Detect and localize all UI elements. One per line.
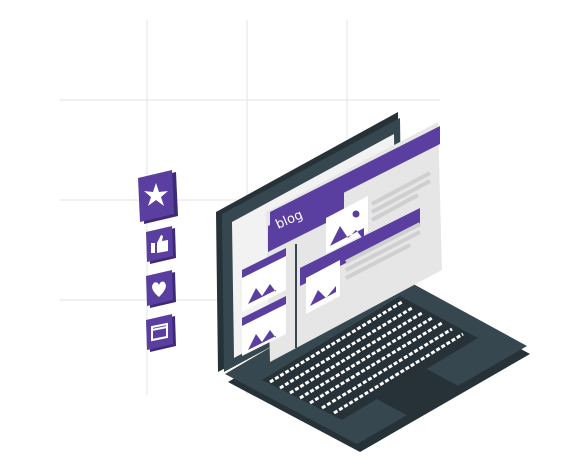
side-icons <box>138 170 178 352</box>
sidebar-post-card <box>242 296 286 356</box>
window-icon <box>146 314 176 352</box>
thumbs-up-icon <box>146 226 176 264</box>
sidebar-post-card <box>242 248 286 312</box>
window-dot <box>428 122 432 126</box>
laptop-base <box>225 274 530 452</box>
article-text-lines <box>345 222 421 280</box>
star-icon <box>138 170 178 224</box>
heart-icon <box>146 270 176 308</box>
article-image <box>306 260 340 314</box>
keyboard-keys <box>269 300 464 415</box>
blog-window: blog <box>266 122 442 362</box>
window-dot <box>414 129 418 133</box>
window-dot <box>421 126 425 130</box>
post-text-lines <box>371 171 431 222</box>
post-image-card <box>326 196 368 254</box>
